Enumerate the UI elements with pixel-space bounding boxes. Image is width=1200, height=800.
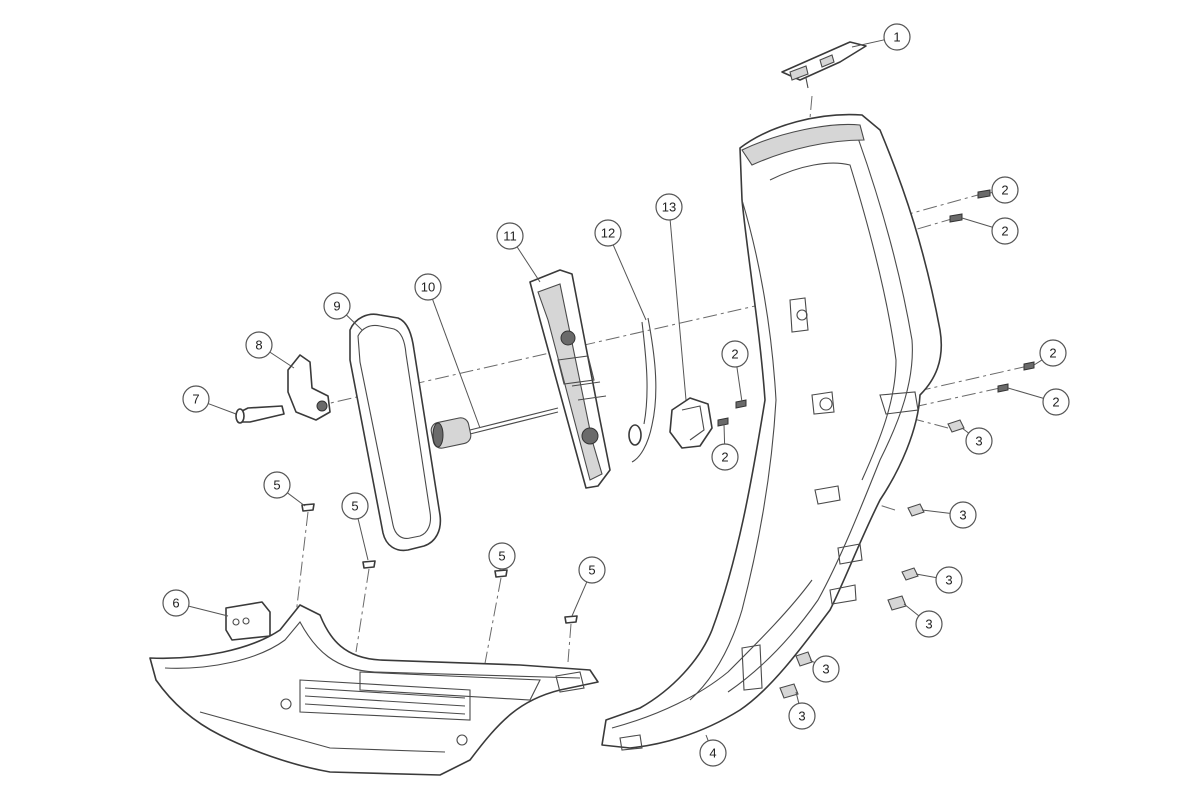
- callout-leader: [188, 605, 229, 617]
- callout-number: 3: [798, 709, 805, 724]
- callout-bubble: [699, 739, 727, 767]
- callout-bubble: [991, 176, 1019, 204]
- part-screws-2: [717, 189, 1035, 427]
- callout-bubble: [414, 273, 442, 301]
- part-frame: [349, 313, 442, 552]
- part-lever: [287, 354, 331, 421]
- callout-leader: [723, 423, 726, 445]
- callout-bubble: [965, 427, 993, 455]
- callout-leader: [961, 427, 969, 434]
- callout-bubble: [162, 589, 190, 617]
- callout-number: 2: [731, 347, 738, 362]
- callout-number: 3: [822, 662, 829, 677]
- callout-bubble: [1039, 339, 1067, 367]
- callout-number: 10: [421, 280, 435, 295]
- part-cable: [631, 317, 657, 463]
- callout-bubble: [812, 655, 840, 683]
- callout-leader: [669, 219, 687, 401]
- callout-number: 3: [925, 617, 932, 632]
- callout-number: 5: [351, 499, 358, 514]
- part-shaft: [430, 407, 559, 449]
- callout-leader: [915, 573, 937, 579]
- callout-number: 1: [893, 30, 900, 45]
- callout-bubble: [949, 501, 977, 529]
- callout-leader: [809, 659, 815, 664]
- callout-bubble: [578, 556, 606, 584]
- callout-leader: [961, 217, 993, 228]
- callout-leader: [795, 691, 800, 704]
- callout-number: 3: [959, 508, 966, 523]
- callout-leader: [432, 299, 481, 429]
- callout-leader: [612, 244, 647, 321]
- callout-bubble: [788, 702, 816, 730]
- callout-number: 5: [498, 549, 505, 564]
- callout-leader: [1007, 387, 1044, 399]
- part-leg-shield: [601, 113, 943, 751]
- callout-number: 12: [601, 226, 615, 241]
- callout-leader: [736, 366, 743, 403]
- part-top-cover: [781, 41, 867, 89]
- callout-bubble: [341, 492, 369, 520]
- callout-bubble: [655, 193, 683, 221]
- callout-number: 13: [662, 200, 676, 215]
- part-clips-3: [779, 419, 965, 699]
- callout-bubble: [935, 566, 963, 594]
- callout-number: 5: [588, 563, 595, 578]
- callout-leader: [357, 518, 369, 561]
- callout-leader: [269, 351, 295, 369]
- callout-number: 2: [1001, 224, 1008, 239]
- callout-number: 4: [709, 746, 716, 761]
- callout-leader: [921, 509, 951, 514]
- callout-bubble: [182, 385, 210, 413]
- callout-bubble: [915, 610, 943, 638]
- callout-bubble: [991, 217, 1019, 245]
- callout-number: 6: [172, 596, 179, 611]
- part-floorboard: [149, 604, 599, 776]
- part-pin: [235, 405, 285, 424]
- callout-leader: [571, 581, 588, 617]
- callout-number: 11: [503, 229, 517, 244]
- callout-leader: [1033, 359, 1043, 366]
- callout-leader: [851, 39, 885, 48]
- callout-number: 3: [945, 573, 952, 588]
- part-knob: [628, 397, 713, 449]
- part-housing: [529, 269, 611, 489]
- callout-bubble: [496, 222, 524, 250]
- callout-bubble: [594, 219, 622, 247]
- callout-bubble: [883, 23, 911, 51]
- callout-leader: [516, 246, 541, 283]
- callout-bubble: [1042, 388, 1070, 416]
- callout-number: 2: [721, 450, 728, 465]
- callout-number: 2: [1052, 395, 1059, 410]
- callout-bubble: [488, 542, 516, 570]
- part-bracket: [225, 601, 271, 641]
- callout-number: 3: [975, 434, 982, 449]
- callout-number: 5: [273, 478, 280, 493]
- callout-number: 8: [255, 338, 262, 353]
- callout-bubble: [245, 331, 273, 359]
- callout-leader: [207, 403, 237, 415]
- callout-leader: [903, 603, 920, 617]
- callout-bubble: [263, 471, 291, 499]
- callout-bubble: [711, 443, 739, 471]
- callout-number: 2: [1001, 183, 1008, 198]
- callout-number: 2: [1049, 346, 1056, 361]
- callout-number: 7: [192, 392, 199, 407]
- callout-leader: [287, 492, 306, 507]
- callout-leader: [705, 734, 709, 742]
- callout-leader: [346, 314, 363, 331]
- callout-number: 9: [333, 299, 340, 314]
- callout-bubble: [721, 340, 749, 368]
- callout-bubble: [323, 292, 351, 320]
